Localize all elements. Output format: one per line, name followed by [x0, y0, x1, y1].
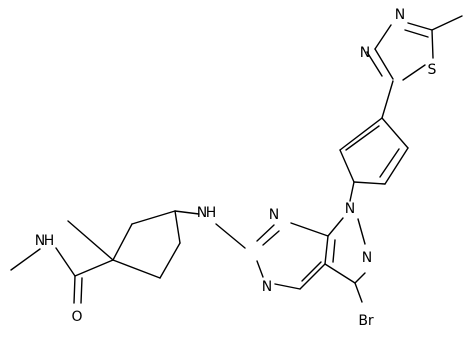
atom-label-n: N	[197, 205, 207, 221]
atom-label-n: N	[395, 7, 405, 23]
pyrimidine-ring-bonds	[256, 222, 329, 290]
atom-label-o: O	[71, 309, 82, 325]
atom-label-n: N	[362, 250, 372, 266]
atom-label-n: N	[269, 207, 279, 223]
atom-label-h: H	[44, 233, 55, 249]
atom-label-br: Br	[358, 313, 374, 329]
atom-label-n: N	[360, 45, 370, 61]
atom-label-s: S	[428, 62, 437, 78]
cyclopentane-bonds	[112, 210, 246, 279]
bond-thiadiazole-phenyl	[381, 80, 394, 119]
atom-label-n: N	[345, 201, 355, 217]
pyrazole-ring-bonds	[324, 217, 366, 303]
atom-label-h: H	[206, 205, 217, 221]
thiadiazole-ring-bonds	[366, 15, 463, 81]
atom-label-n: N	[262, 279, 272, 295]
amide-bonds	[10, 220, 114, 304]
atom-label-n: N	[35, 233, 45, 249]
phenyl-ring-bonds	[339, 117, 409, 202]
